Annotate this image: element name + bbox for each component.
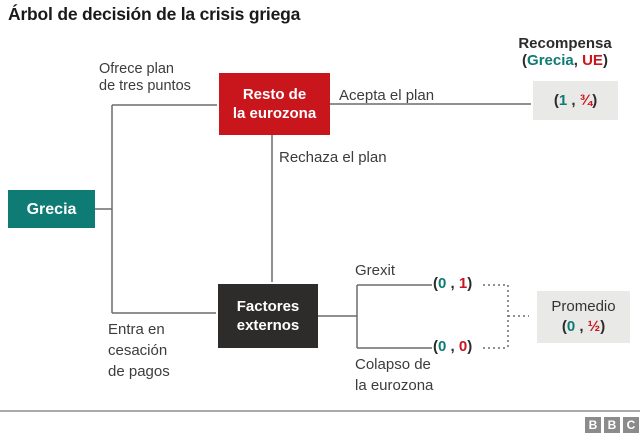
- page-title: Árbol de decisión de la crisis griega: [8, 4, 301, 24]
- reward-parties: (Grecia, UE): [522, 52, 608, 69]
- edge-label-default: Entra en cesación de pagos: [108, 321, 170, 380]
- edge-label-offer: Ofrece plan de tres puntos: [99, 61, 191, 94]
- edge-label-reject: Rechaza el plan: [279, 149, 387, 166]
- payoff-collapse-value: (0 , 0): [433, 338, 473, 355]
- reward-header: Recompensa (Grecia, UE): [500, 35, 630, 69]
- edge-label-grexit: Grexit: [355, 262, 396, 279]
- node-eurozone: Resto de la eurozona: [219, 73, 330, 135]
- payoff-accept-box: (1 , ¾): [533, 81, 618, 120]
- node-external: Factores externos: [218, 284, 318, 348]
- reward-title: Recompensa: [518, 35, 612, 52]
- payoff-average-value: (0 , ½): [561, 318, 606, 335]
- node-grecia: Grecia: [8, 190, 95, 228]
- payoff-average-box: Promedio (0 , ½): [537, 291, 630, 343]
- edge-label-collapse: Colapso de la eurozona: [355, 356, 434, 394]
- payoff-grexit-value: (0 , 1): [433, 275, 473, 292]
- footer-divider: [0, 410, 640, 412]
- bbc-logo-block: C: [623, 417, 639, 433]
- bbc-logo-block: B: [585, 417, 601, 433]
- average-label: Promedio: [551, 298, 616, 315]
- edge-label-accept: Acepta el plan: [339, 87, 435, 104]
- reward-greece: Grecia: [527, 52, 574, 69]
- payoff-accept-value: (1 , ¾): [553, 92, 598, 109]
- bbc-logo-block: B: [604, 417, 620, 433]
- reward-eu: UE: [582, 52, 603, 69]
